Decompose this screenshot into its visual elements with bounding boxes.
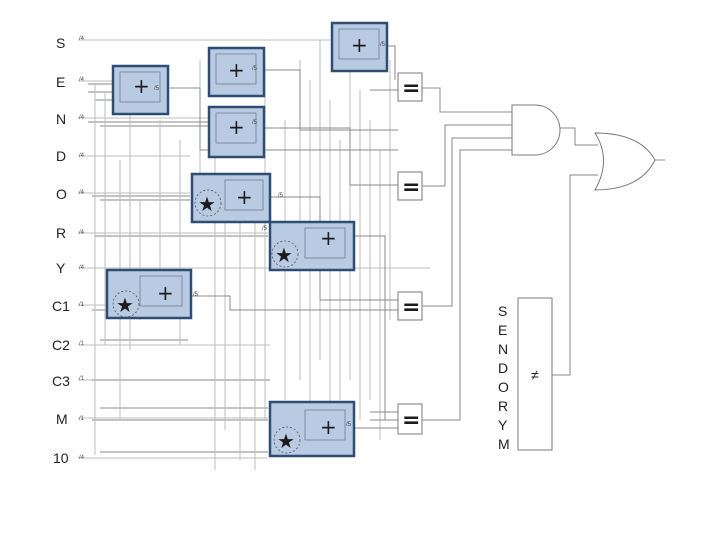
input-label-10: 10 <box>53 450 69 466</box>
distinct-input-o: O <box>498 379 509 395</box>
plus-icon: + <box>133 74 150 98</box>
not-equal-icon: ≠ <box>531 367 539 383</box>
equals-icon: = <box>402 408 420 433</box>
width-mark: /1 <box>79 341 85 347</box>
width-mark: /4 <box>79 230 85 236</box>
adder-block: ★ + /5 <box>105 268 199 320</box>
adder-output-width: /5 <box>262 226 268 232</box>
plus-icon: + <box>351 33 368 57</box>
plus-icon: + <box>320 415 337 439</box>
adder-block: + /5 <box>207 46 266 98</box>
adder-output-width: /5 <box>193 292 199 298</box>
input-label-c3: C3 <box>52 373 70 389</box>
distinct-input-e: E <box>498 322 507 338</box>
plus-icon: + <box>236 185 253 209</box>
equals-icon: = <box>402 175 420 200</box>
adder-block: ★ + /5 <box>268 400 356 458</box>
and-gate <box>511 104 561 156</box>
width-mark: /1 <box>79 376 85 382</box>
bus-width-marks: /4 /4 /4 /4 /4 /4 /4 /1 /1 /1 /1 /4 <box>79 36 85 461</box>
adder-block: + /5 <box>111 64 170 116</box>
distinct-input-m: M <box>498 436 510 452</box>
input-label-y: Y <box>56 260 66 276</box>
distinct-input-y: Y <box>498 417 508 433</box>
comparator-4: = <box>397 403 423 435</box>
input-label-o: O <box>56 186 67 202</box>
plus-icon: + <box>228 115 245 139</box>
star-icon: ★ <box>116 293 134 317</box>
adder-block: + /5 <box>330 21 389 73</box>
adder-output-width: /5 <box>346 422 352 428</box>
input-label-c1: C1 <box>52 298 70 314</box>
adder-output-width: /5 <box>278 193 284 199</box>
equals-icon: = <box>402 76 420 101</box>
input-label-n: N <box>56 111 66 127</box>
star-icon: ★ <box>198 192 216 216</box>
input-label-r: R <box>56 225 66 241</box>
adder-output-width: /5 <box>380 42 386 48</box>
distinct-input-r: R <box>498 398 508 414</box>
adder-output-width: /5 <box>154 86 160 92</box>
distinct-input-n: N <box>498 341 508 357</box>
comparator-3: = <box>397 291 423 321</box>
input-label-c2: C2 <box>52 337 70 353</box>
adder-block: ★ + /5 <box>190 172 284 224</box>
width-mark: /4 <box>79 77 85 83</box>
adder-block: ★ + /5 <box>262 220 356 272</box>
distinct-input-s: S <box>498 303 507 319</box>
adder-output-width: /5 <box>252 66 258 72</box>
equals-icon: = <box>402 295 420 320</box>
distinct-input-d: D <box>498 360 508 376</box>
plus-icon: + <box>320 226 337 250</box>
input-label-s: S <box>56 35 65 51</box>
comparator-1: = <box>397 72 423 102</box>
width-mark: /1 <box>79 416 85 422</box>
star-icon: ★ <box>275 243 293 267</box>
input-label-m: M <box>56 411 68 427</box>
width-mark: /4 <box>79 115 85 121</box>
input-labels: S E N D O R Y C1 C2 C3 M 10 <box>52 35 70 466</box>
plus-icon: + <box>228 58 245 82</box>
comparator-2: = <box>397 171 423 201</box>
wire-network <box>78 39 665 470</box>
star-icon: ★ <box>277 429 295 453</box>
width-mark: /1 <box>79 302 85 308</box>
width-mark: /4 <box>79 455 85 461</box>
width-mark: /4 <box>79 190 85 196</box>
width-mark: /4 <box>79 265 85 271</box>
input-label-d: D <box>56 148 66 164</box>
plus-icon: + <box>157 281 174 305</box>
input-label-e: E <box>56 74 65 90</box>
or-gate <box>594 132 656 191</box>
width-mark: /4 <box>79 153 85 159</box>
adder-block: + /5 <box>207 105 266 159</box>
width-mark: /4 <box>79 36 85 42</box>
all-different-block: S E N D O R Y M ≠ <box>498 297 553 452</box>
adder-output-width: /5 <box>252 120 258 126</box>
